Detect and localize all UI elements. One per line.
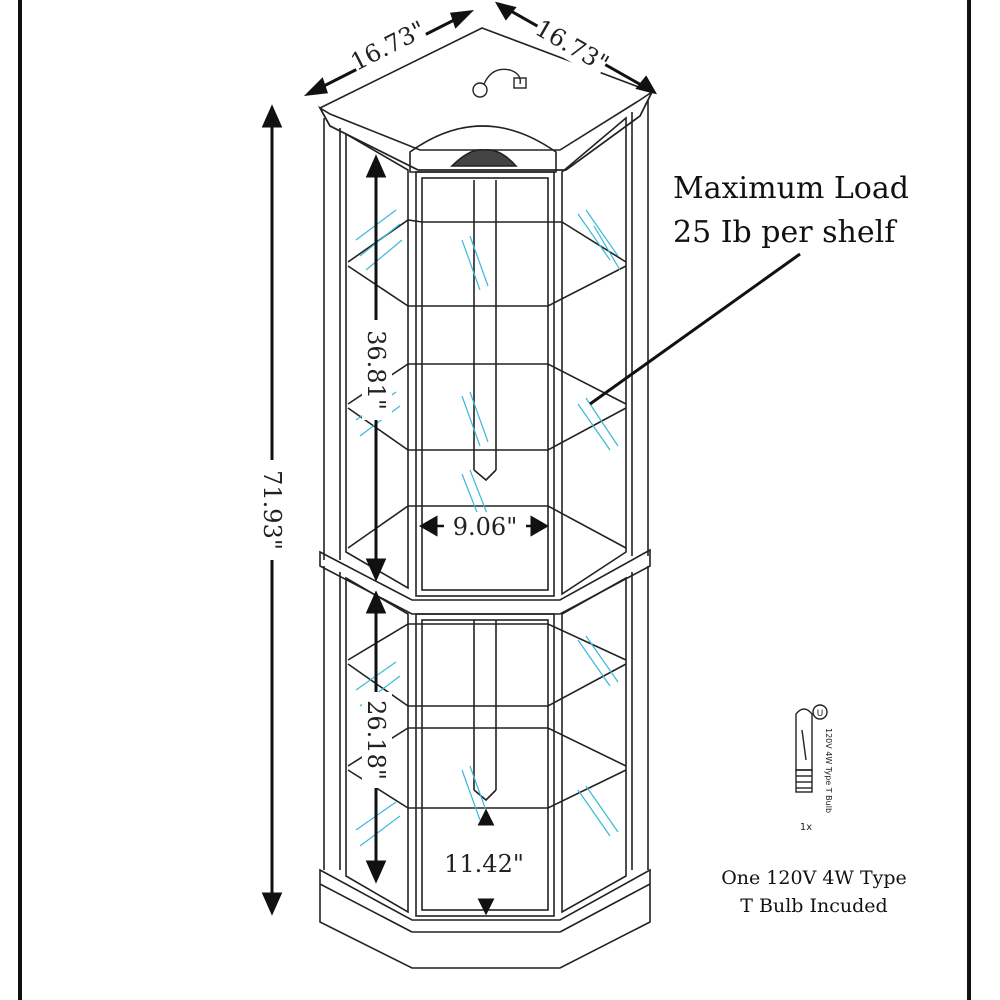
bulb-note-line1: One 120V 4W Type (721, 867, 907, 889)
load-note-line2: 25 Ib per shelf (673, 215, 897, 250)
cabinet-base (319, 868, 651, 969)
dimension-arrows (261, 1, 658, 916)
dim-top-left: 16.73" (346, 15, 430, 76)
crown-arch (409, 125, 557, 173)
power-cord-icon (472, 68, 527, 98)
bulb-icon (795, 704, 828, 793)
right-side-glass (561, 116, 627, 596)
left-side-glass (345, 132, 409, 590)
bulb-note-line2: T Bulb Incuded (740, 895, 887, 917)
dim-top-right: 16.73" (530, 14, 613, 78)
bulb-label: 120V 4W Type T Bulb (824, 728, 833, 813)
dim-total-height: 71.93" (258, 470, 286, 550)
left-lower-glass (345, 576, 409, 914)
dim-lower-depth: 11.42" (444, 850, 524, 878)
load-note-line1: Maximum Load (673, 171, 909, 206)
corner-cabinet (317, 27, 655, 969)
load-leader-line (589, 252, 801, 406)
dim-door-width: 9.06" (453, 513, 517, 541)
bulb-quantity: 1x (800, 822, 812, 833)
upper-door (415, 171, 555, 597)
right-lower-glass (561, 576, 627, 914)
dim-upper-height: 36.81" (362, 330, 390, 410)
crown-ornament (450, 149, 518, 167)
dim-lower-height: 26.18" (362, 700, 390, 780)
page-frame (18, 0, 971, 1000)
bulb-ul-mark: U (817, 709, 824, 719)
middle-ledge (319, 548, 651, 615)
lower-door (415, 613, 555, 917)
